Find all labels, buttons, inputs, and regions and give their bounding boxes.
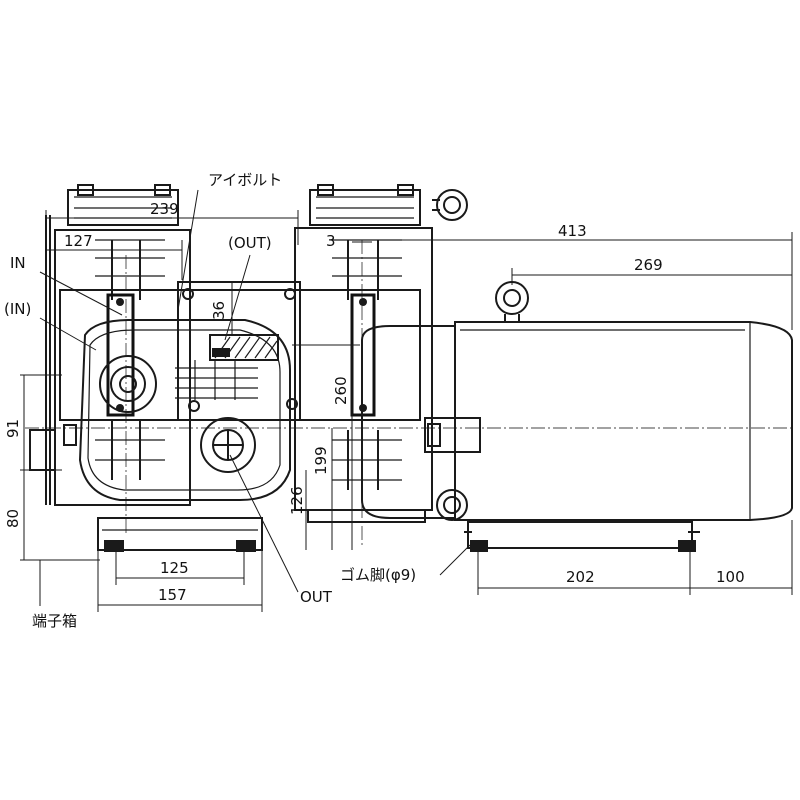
dim-202: 202 <box>566 568 595 586</box>
dim-413: 413 <box>558 222 587 240</box>
dim-199: 199 <box>312 446 330 475</box>
dim-80: 80 <box>4 509 22 528</box>
dim-3: 3 <box>326 232 336 250</box>
dim-91: 91 <box>4 419 22 438</box>
dimension-lines <box>20 189 793 612</box>
dim-36: 36 <box>210 301 228 320</box>
dim-100: 100 <box>716 568 745 586</box>
dim-269: 269 <box>634 256 663 274</box>
right-pump-head <box>294 184 468 523</box>
rubber-feet-label: ゴム脚(φ9) <box>340 566 416 584</box>
in-label: IN <box>10 254 26 272</box>
eyebolt-label: アイボルト <box>208 171 282 189</box>
dim-125: 125 <box>160 559 189 577</box>
dim-127: 127 <box>64 232 93 250</box>
dim-260: 260 <box>332 376 350 405</box>
out-label: OUT <box>300 588 333 606</box>
out-paren-label: (OUT) <box>228 234 272 252</box>
in-paren-label: (IN) <box>4 300 31 318</box>
dim-157: 157 <box>158 586 187 604</box>
motor-body <box>361 281 793 552</box>
dim-239: 239 <box>150 200 179 218</box>
terminal-box-label: 端子箱 <box>32 612 77 630</box>
dim-126: 126 <box>288 486 306 515</box>
